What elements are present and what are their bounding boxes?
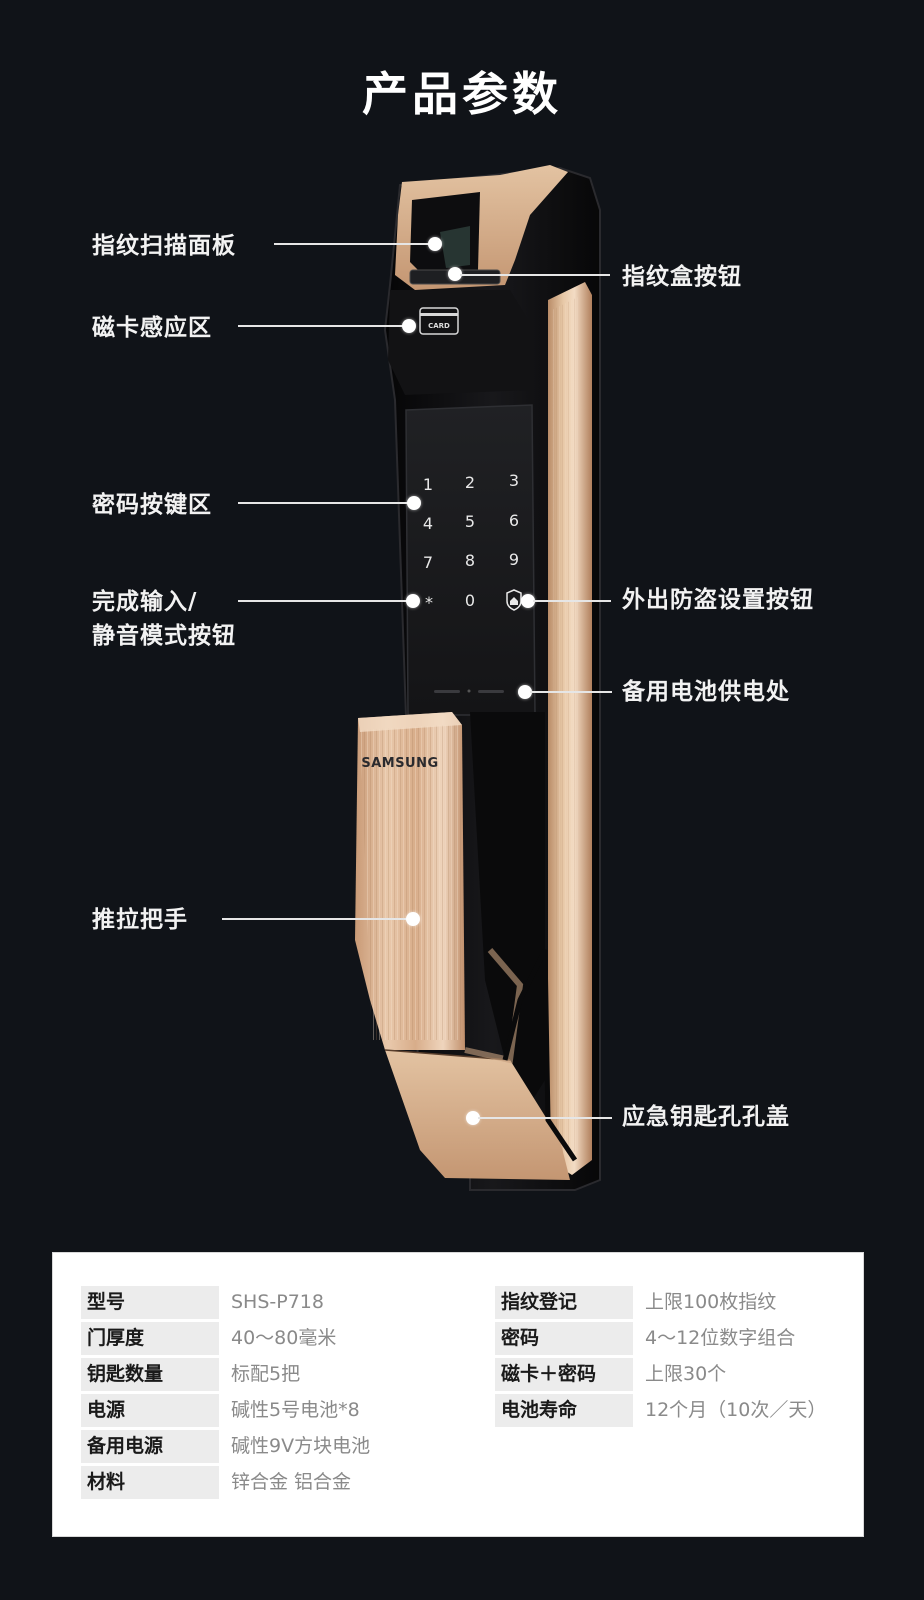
- spec-label: 电池寿命: [495, 1393, 633, 1427]
- spec-label: 钥匙数量: [81, 1357, 219, 1391]
- svg-text:0: 0: [465, 591, 475, 610]
- leader-line: [222, 918, 412, 920]
- leader-line: [460, 274, 610, 276]
- spec-label: 磁卡＋密码: [495, 1357, 633, 1391]
- spec-label: 门厚度: [81, 1321, 219, 1355]
- spec-value: 上限100枚指纹: [645, 1290, 777, 1313]
- shield-home-icon: [506, 589, 522, 611]
- callout-dot: [521, 594, 535, 608]
- callout-dot: [466, 1111, 480, 1125]
- leader-line: [238, 502, 410, 504]
- smart-lock-illustration: CARD 1 2 3 4 5 6 7 8 9 * 0 SAMSUNG: [355, 165, 601, 1191]
- svg-text:SAMSUNG: SAMSUNG: [361, 756, 438, 771]
- spec-value: 12个月（10次／天）: [645, 1398, 827, 1421]
- spec-label: 材料: [81, 1465, 219, 1499]
- spec-table-card: 型号 SHS-P718 门厚度 40～80毫米 钥匙数量 标配5把 电源 碱性5…: [52, 1252, 864, 1537]
- svg-text:4: 4: [423, 514, 433, 533]
- leader-line: [478, 1117, 612, 1119]
- callout-label-line2: 静音模式按钮: [92, 623, 236, 649]
- spec-value: 锌合金 铝合金: [231, 1470, 352, 1493]
- callout-dot: [428, 237, 442, 251]
- spec-column-right: 指纹登记 上限100枚指纹 密码 4～12位数字组合 磁卡＋密码 上限30个 电…: [495, 1285, 826, 1429]
- spec-label: 密码: [495, 1321, 633, 1355]
- svg-text:1: 1: [423, 475, 433, 494]
- svg-text:*: *: [425, 593, 433, 612]
- svg-text:9: 9: [509, 550, 519, 569]
- spec-row-model: 型号 SHS-P718: [81, 1285, 370, 1319]
- callout-dot: [407, 496, 421, 510]
- leader-line: [530, 691, 612, 693]
- spec-value: SHS-P718: [231, 1290, 324, 1313]
- svg-text:8: 8: [465, 551, 475, 570]
- callout-label-line1: 完成输入/: [92, 589, 198, 615]
- spec-value: 标配5把: [231, 1362, 301, 1385]
- spec-row-power: 电源 碱性5号电池*8: [81, 1393, 370, 1427]
- callout-label: 备用电池供电处: [622, 679, 790, 705]
- leader-line: [238, 325, 404, 327]
- spec-column-left: 型号 SHS-P718 门厚度 40～80毫米 钥匙数量 标配5把 电源 碱性5…: [81, 1285, 370, 1501]
- callout-label: 指纹扫描面板: [92, 233, 236, 259]
- spec-row-fingerprint-registration: 指纹登记 上限100枚指纹: [495, 1285, 826, 1319]
- spec-value: 碱性9V方块电池: [231, 1434, 371, 1457]
- spec-row-key-count: 钥匙数量 标配5把: [81, 1357, 370, 1391]
- card-reader-icon: [419, 307, 459, 335]
- spec-row-door-thickness: 门厚度 40～80毫米: [81, 1321, 370, 1355]
- callout-dot: [448, 267, 462, 281]
- spec-label: 型号: [81, 1285, 219, 1319]
- spec-row-card-password: 磁卡＋密码 上限30个: [495, 1357, 826, 1391]
- spec-value: 碱性5号电池*8: [231, 1398, 360, 1421]
- callout-label: 推拉把手: [92, 907, 188, 933]
- spec-row-material: 材料 锌合金 铝合金: [81, 1465, 370, 1499]
- leader-line: [238, 600, 410, 602]
- svg-text:6: 6: [509, 511, 519, 530]
- callout-dot: [402, 319, 416, 333]
- svg-text:7: 7: [423, 553, 433, 572]
- callout-dot: [518, 685, 532, 699]
- svg-text:CARD: CARD: [428, 322, 450, 330]
- callout-label: 磁卡感应区: [92, 315, 212, 341]
- spec-label: 指纹登记: [495, 1285, 633, 1319]
- spec-value: 上限30个: [645, 1362, 727, 1385]
- leader-line: [274, 243, 430, 245]
- spec-value: 40～80毫米: [231, 1326, 337, 1349]
- spec-row-backup-power: 备用电源 碱性9V方块电池: [81, 1429, 370, 1463]
- page-title: 产品参数: [362, 67, 562, 121]
- svg-text:5: 5: [465, 512, 475, 531]
- spec-label: 备用电源: [81, 1429, 219, 1463]
- callout-label: 密码按键区: [92, 492, 212, 518]
- spec-row-password: 密码 4～12位数字组合: [495, 1321, 826, 1355]
- spec-row-battery-life: 电池寿命 12个月（10次／天）: [495, 1393, 826, 1427]
- callout-dot: [406, 912, 420, 926]
- leader-line: [533, 600, 611, 602]
- svg-text:3: 3: [509, 471, 519, 490]
- svg-text:2: 2: [465, 473, 475, 492]
- spec-label: 电源: [81, 1393, 219, 1427]
- callout-label: 指纹盒按钮: [622, 264, 742, 290]
- callout-label: 应急钥匙孔孔盖: [622, 1104, 790, 1130]
- callout-label: 外出防盗设置按钮: [622, 587, 814, 613]
- callout-dot: [406, 594, 420, 608]
- spec-value: 4～12位数字组合: [645, 1326, 796, 1349]
